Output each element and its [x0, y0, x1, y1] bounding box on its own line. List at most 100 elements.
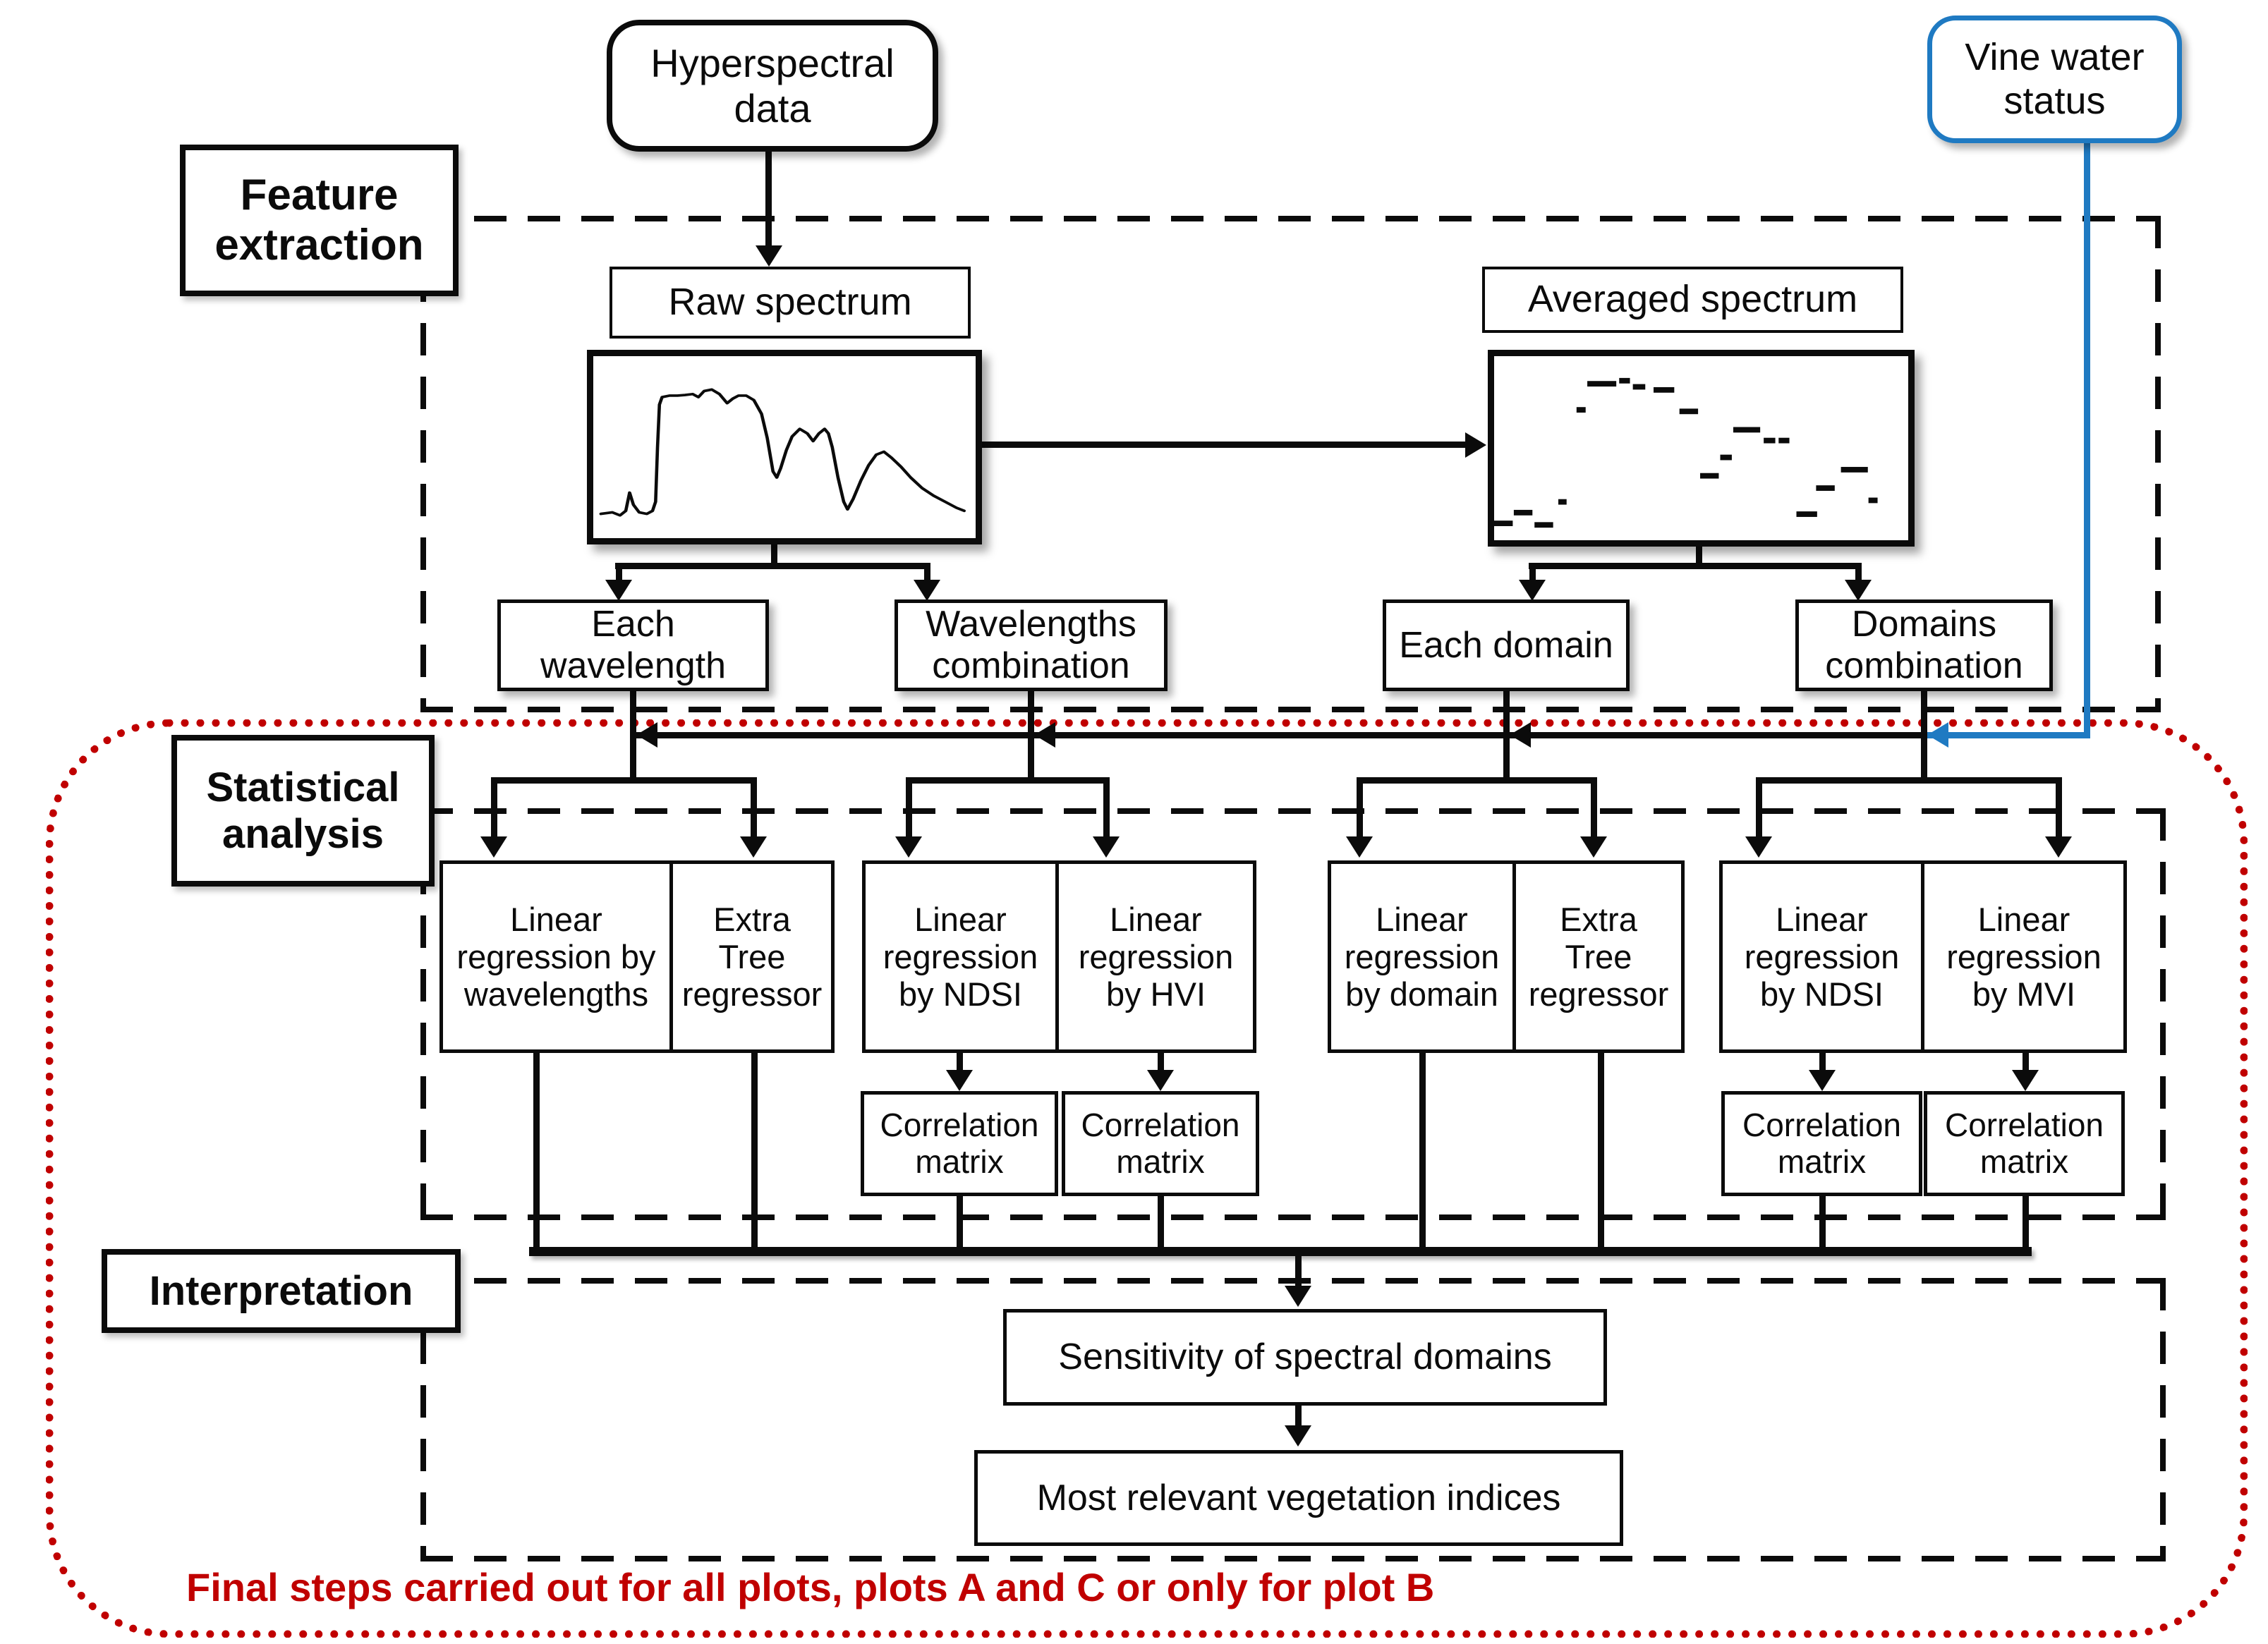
final-steps-region — [46, 719, 2248, 1638]
drop-group3-left — [1357, 784, 1363, 838]
drop-group4-left — [1756, 784, 1762, 838]
node-lr-ndsi-2-label: Linear regression by NDSI — [1744, 900, 1900, 1013]
arrowhead-lr-ndsi-2 — [1745, 836, 1772, 858]
connector-merge-to-sensitivity — [1295, 1256, 1302, 1288]
node-extra-tree-2-label: Extra Tree regressor — [1528, 900, 1669, 1013]
node-most-relevant-label: Most relevant vegetation indices — [1036, 1477, 1561, 1518]
node-each-domain: Each domain — [1383, 599, 1630, 691]
section-feature-extraction-label: Feature extraction — [214, 171, 424, 269]
raw-spectrum-curve — [599, 388, 966, 517]
stem-extra-tree-1 — [751, 1053, 758, 1250]
node-correlation-matrix-1: Correlation matrix — [861, 1091, 1058, 1196]
arrowhead-each-domain — [1519, 580, 1546, 601]
chain-arrowhead-2 — [1034, 722, 1055, 748]
stem-cm2 — [1158, 1196, 1164, 1250]
drop-group2-left — [906, 784, 912, 838]
node-correlation-matrix-4-label: Correlation matrix — [1945, 1106, 2104, 1180]
stem-extra-tree-2 — [1598, 1053, 1604, 1250]
node-each-wavelength-label: Each wavelength — [540, 604, 727, 686]
drop-raw-left — [616, 569, 622, 585]
stem-cm4 — [2023, 1196, 2029, 1250]
node-lr-wavelengths: Linear regression by wavelengths — [439, 860, 673, 1053]
bracket-averaged — [1529, 563, 1862, 569]
footnote-final-steps: Final steps carried out for all plots, p… — [186, 1565, 1435, 1609]
node-sensitivity-label: Sensitivity of spectral domains — [1058, 1336, 1552, 1378]
merge-bar — [529, 1247, 2032, 1256]
drop-group1-left — [491, 784, 497, 838]
node-each-domain-label: Each domain — [1399, 624, 1613, 666]
averaged-spectrum-dashes — [1494, 377, 1878, 528]
arrowhead-cm3 — [1809, 1070, 1836, 1091]
node-lr-hvi: Linear regression by HVI — [1055, 860, 1256, 1053]
node-correlation-matrix-4: Correlation matrix — [1924, 1091, 2125, 1196]
arrowhead-extra-tree-2 — [1580, 836, 1607, 858]
node-correlation-matrix-2-label: Correlation matrix — [1081, 1106, 1240, 1180]
connector-sensitivity-to-most — [1295, 1406, 1302, 1427]
connector-hvi-to-cm2 — [1158, 1053, 1164, 1072]
node-wavelengths-combination-label: Wavelengths combination — [926, 604, 1136, 686]
node-lr-domain-label: Linear regression by domain — [1344, 900, 1500, 1013]
node-lr-ndsi-1: Linear regression by NDSI — [862, 860, 1059, 1053]
section-interpretation-label: Interpretation — [149, 1267, 413, 1314]
connector-hyperspectral-to-raw — [765, 152, 772, 250]
vine-water-vertical-line — [2084, 143, 2090, 738]
node-correlation-matrix-3: Correlation matrix — [1721, 1091, 1922, 1196]
arrowhead-domains-combination — [1845, 580, 1872, 601]
connector-raw-to-averaged — [976, 442, 1469, 448]
bracket-group-2 — [906, 777, 1110, 784]
drop-group1-right — [751, 784, 757, 838]
interpretation-region-right-edge — [2160, 1278, 2166, 1561]
arrowhead-extra-tree-1 — [740, 836, 767, 858]
drop-group4-right — [2056, 784, 2062, 838]
node-lr-domain: Linear regression by domain — [1328, 860, 1516, 1053]
section-statistical-analysis-label: Statistical analysis — [206, 764, 400, 857]
arrowhead-cm1 — [946, 1070, 973, 1091]
node-extra-tree-1-label: Extra Tree regressor — [681, 900, 823, 1013]
drop-averaged-right — [1855, 569, 1862, 585]
node-lr-wavelengths-label: Linear regression by wavelengths — [456, 900, 656, 1013]
arrowhead-raw-to-averaged — [1465, 432, 1486, 458]
chain-segment-3 — [1510, 732, 1927, 738]
node-most-relevant-vegetation-indices: Most relevant vegetation indices — [974, 1450, 1623, 1546]
node-vine-water-status: Vine water status — [1927, 16, 2182, 143]
node-wavelengths-combination: Wavelengths combination — [895, 599, 1168, 691]
averaged-spectrum-chart — [1488, 350, 1915, 547]
statistical-region-right-edge — [2160, 808, 2166, 1220]
stem-each-wavelength — [630, 691, 636, 784]
node-domains-combination: Domains combination — [1795, 599, 2053, 691]
node-vine-water-status-label: Vine water status — [1965, 36, 2145, 122]
stem-lr-wavelengths — [533, 1053, 540, 1250]
arrowhead-lr-hvi — [1093, 836, 1120, 858]
drop-raw-right — [924, 569, 930, 585]
node-correlation-matrix-1-label: Correlation matrix — [880, 1106, 1039, 1180]
node-lr-ndsi-2: Linear regression by NDSI — [1719, 860, 1924, 1053]
connector-ndsi1-to-cm1 — [957, 1053, 963, 1072]
arrowhead-lr-ndsi-1 — [895, 836, 922, 858]
chain-arrowhead-3 — [1510, 722, 1531, 748]
bracket-raw — [615, 563, 930, 569]
arrowhead-cm2 — [1147, 1070, 1174, 1091]
node-sensitivity-spectral-domains: Sensitivity of spectral domains — [1003, 1309, 1607, 1406]
node-lr-mvi: Linear regression by MVI — [1921, 860, 2127, 1053]
node-domains-combination-label: Domains combination — [1825, 604, 2023, 686]
chain-segment-1 — [636, 732, 1034, 738]
section-interpretation: Interpretation — [102, 1249, 461, 1333]
stem-raw-chart — [771, 544, 777, 569]
node-raw-spectrum: Raw spectrum — [610, 267, 971, 339]
arrowhead-lr-wavelengths — [480, 836, 507, 858]
node-lr-ndsi-1-label: Linear regression by NDSI — [883, 900, 1038, 1013]
node-each-wavelength: Each wavelength — [497, 599, 769, 691]
bracket-group-4 — [1756, 777, 2062, 784]
node-averaged-spectrum-label: Averaged spectrum — [1527, 278, 1858, 321]
interpretation-region-top-edge — [420, 1278, 2166, 1284]
raw-spectrum-chart — [587, 350, 982, 544]
connector-ndsi2-to-cm3 — [1819, 1053, 1826, 1072]
arrowhead-lr-mvi — [2045, 836, 2072, 858]
interpretation-region-bottom-edge — [420, 1556, 2166, 1561]
drop-group3-right — [1591, 784, 1597, 838]
node-raw-spectrum-label: Raw spectrum — [668, 281, 912, 324]
node-extra-tree-1: Extra Tree regressor — [669, 860, 835, 1053]
node-correlation-matrix-2: Correlation matrix — [1062, 1091, 1259, 1196]
arrowhead-hyperspectral-to-raw — [756, 245, 782, 267]
